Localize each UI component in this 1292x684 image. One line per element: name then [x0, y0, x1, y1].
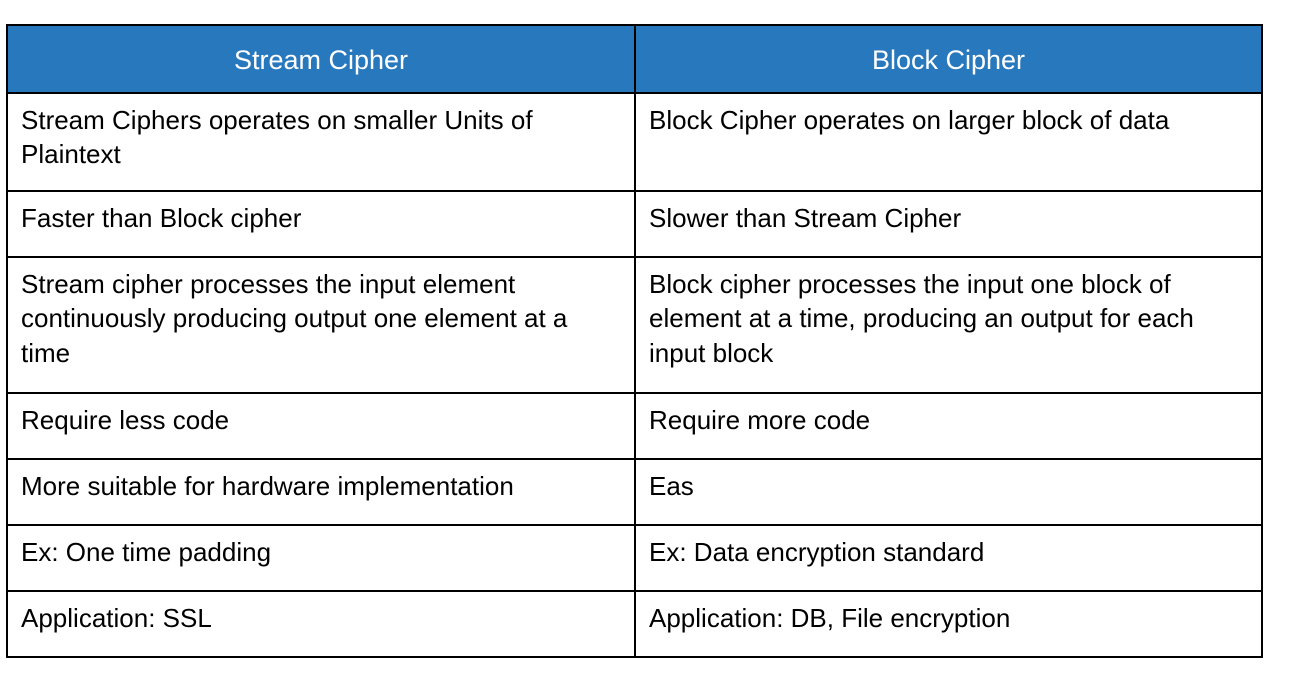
table-row: Stream cipher processes the input elemen…: [6, 256, 1263, 394]
cell-text: Block Cipher operates on larger block of…: [649, 105, 1170, 135]
cell-text: Faster than Block cipher: [21, 203, 302, 233]
cell-text: Ex: One time padding: [21, 537, 272, 567]
cell-block-cipher-1: Block Cipher operates on larger block of…: [634, 92, 1263, 192]
cell-text: Slower than Stream Cipher: [649, 203, 962, 233]
table-header: Stream Cipher Block Cipher: [6, 24, 1263, 94]
comparison-table-container: Stream Cipher Block Cipher Stream Cipher…: [6, 24, 1263, 658]
cell-text: Require less code: [21, 405, 230, 435]
cell-block-cipher-2: Slower than Stream Cipher: [634, 190, 1263, 258]
cell-stream-cipher-1: Stream Ciphers operates on smaller Units…: [6, 92, 636, 192]
cell-text: Ex: Data encryption standard: [649, 537, 985, 567]
cell-text: Application: DB, File encryption: [649, 603, 1011, 633]
table-body: Stream Ciphers operates on smaller Units…: [6, 92, 1263, 658]
cell-text: Require more code: [649, 405, 871, 435]
table-row: Ex: One time padding Ex: Data encryption…: [6, 524, 1263, 592]
table-row: Require less code Require more code: [6, 392, 1263, 460]
cell-text: Stream cipher processes the input elemen…: [21, 269, 568, 368]
cell-text: Block cipher processes the input one blo…: [649, 269, 1194, 368]
cell-stream-cipher-2: Faster than Block cipher: [6, 190, 636, 258]
cell-stream-cipher-5: More suitable for hardware implementatio…: [6, 458, 636, 526]
table-row: Stream Ciphers operates on smaller Units…: [6, 92, 1263, 192]
cell-block-cipher-5: Eas: [634, 458, 1263, 526]
cell-block-cipher-4: Require more code: [634, 392, 1263, 460]
column-header-block-cipher: Block Cipher: [634, 24, 1263, 94]
column-header-stream-cipher: Stream Cipher: [6, 24, 636, 94]
cell-block-cipher-6: Ex: Data encryption standard: [634, 524, 1263, 592]
cell-text: Eas: [649, 471, 694, 501]
cipher-comparison-table: Stream Cipher Block Cipher Stream Cipher…: [6, 24, 1263, 658]
table-row: More suitable for hardware implementatio…: [6, 458, 1263, 526]
cell-stream-cipher-7: Application: SSL: [6, 590, 636, 658]
cell-stream-cipher-4: Require less code: [6, 392, 636, 460]
cell-block-cipher-7: Application: DB, File encryption: [634, 590, 1263, 658]
cell-stream-cipher-3: Stream cipher processes the input elemen…: [6, 256, 636, 394]
cell-text: Application: SSL: [21, 603, 212, 633]
cell-text: Stream Ciphers operates on smaller Units…: [21, 105, 533, 170]
table-header-row: Stream Cipher Block Cipher: [6, 24, 1263, 94]
table-row: Faster than Block cipher Slower than Str…: [6, 190, 1263, 258]
cell-block-cipher-3: Block cipher processes the input one blo…: [634, 256, 1263, 394]
cell-stream-cipher-6: Ex: One time padding: [6, 524, 636, 592]
cell-text: More suitable for hardware implementatio…: [21, 471, 514, 501]
table-row: Application: SSL Application: DB, File e…: [6, 590, 1263, 658]
